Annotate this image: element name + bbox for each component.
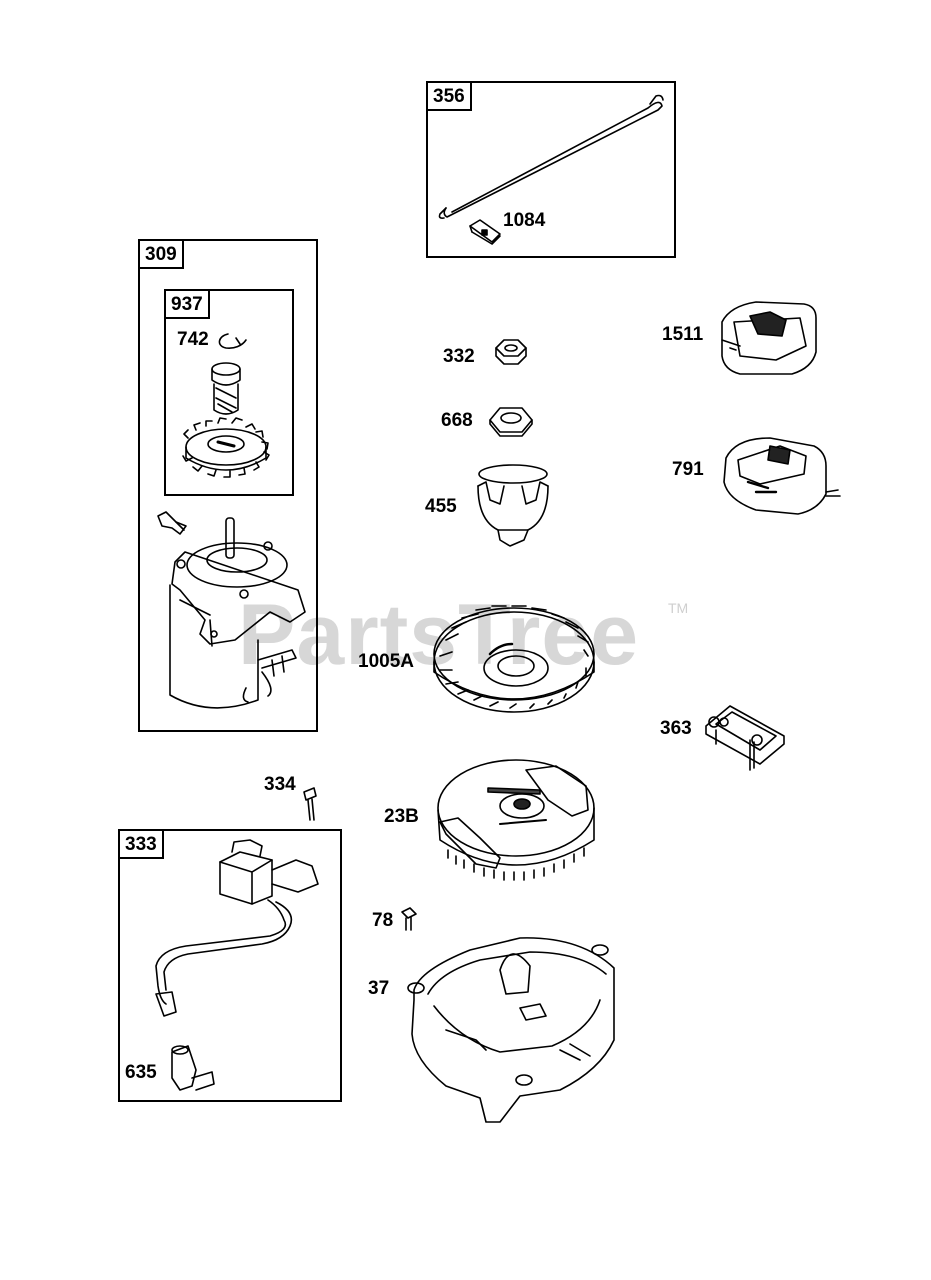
part-937-starter-gear-drawing[interactable] (182, 362, 270, 478)
part-label-455[interactable]: 455 (425, 496, 457, 517)
group-box-356: 356 (426, 81, 676, 258)
watermark-trademark: TM (668, 600, 689, 616)
part-333-ignition-coil-drawing[interactable] (155, 839, 319, 1091)
group-number-333[interactable]: 333 (118, 829, 164, 859)
part-332-nut-drawing[interactable] (495, 339, 527, 365)
part-label-363[interactable]: 363 (660, 718, 692, 739)
part-1005a-flywheel-drawing[interactable] (433, 605, 595, 713)
part-23b-armature-drawing[interactable] (437, 759, 595, 881)
group-number-937[interactable]: 937 (164, 289, 210, 319)
part-1084-clip-drawing[interactable] (469, 219, 501, 245)
group-box-309: 309 (138, 239, 318, 732)
part-label-1005a[interactable]: 1005A (358, 651, 414, 672)
part-455-cup-drawing[interactable] (477, 464, 549, 547)
group-number-309[interactable]: 309 (138, 239, 184, 269)
part-label-742[interactable]: 742 (177, 329, 209, 350)
part-label-78[interactable]: 78 (372, 910, 394, 931)
partstree-watermark: PartsTree (238, 587, 640, 683)
part-791-charger-drawing[interactable] (723, 437, 841, 515)
part-label-1084[interactable]: 1084 (503, 210, 546, 231)
part-label-332[interactable]: 332 (443, 346, 475, 367)
part-label-668[interactable]: 668 (441, 410, 473, 431)
part-label-791[interactable]: 791 (672, 459, 704, 480)
part-78-bolt-drawing[interactable] (401, 907, 417, 931)
part-668-washer-drawing[interactable] (489, 407, 533, 437)
group-box-937: 937 (164, 289, 294, 496)
part-363-bracket-drawing[interactable] (705, 705, 785, 771)
part-356-wire-drawing[interactable] (438, 94, 664, 219)
part-37-housing-drawing[interactable] (407, 937, 615, 1123)
part-label-635[interactable]: 635 (125, 1062, 157, 1083)
group-number-356[interactable]: 356 (426, 81, 472, 111)
part-label-23b[interactable]: 23B (384, 806, 419, 827)
part-742-eclip-drawing[interactable] (218, 333, 247, 349)
part-334-bolt-drawing[interactable] (303, 787, 317, 821)
part-1511-battery-drawing[interactable] (721, 301, 817, 375)
part-label-1511[interactable]: 1511 (662, 324, 704, 345)
group-box-333: 333 (118, 829, 342, 1102)
part-label-334[interactable]: 334 (264, 774, 296, 795)
part-309-starter-motor-drawing[interactable] (157, 511, 306, 709)
part-label-37[interactable]: 37 (368, 978, 390, 999)
